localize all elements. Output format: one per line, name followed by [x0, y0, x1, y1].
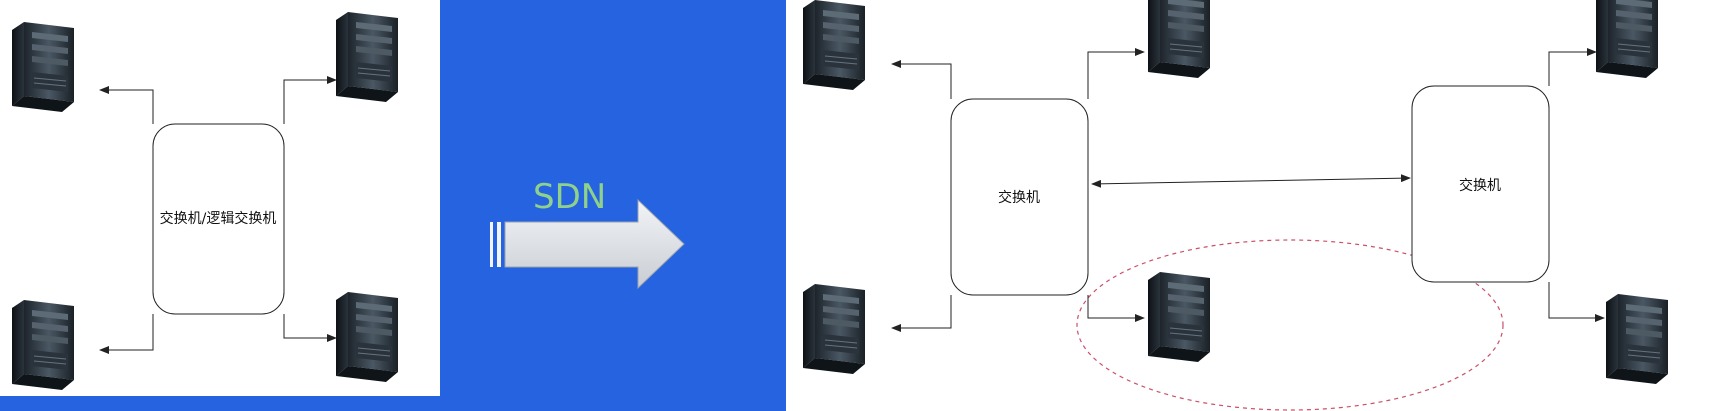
- switch-b-box: [1411, 85, 1550, 283]
- server-icon: [1595, 0, 1659, 79]
- logical-switch-label: 交换机/逻辑交换机: [160, 210, 277, 227]
- server-icon: [335, 11, 399, 103]
- right-diagram-panel: [786, 0, 1729, 411]
- left-connectors: [99, 76, 337, 354]
- switch-a-label: 交换机: [998, 189, 1040, 206]
- sdn-label: SDN: [533, 177, 606, 217]
- server-icon: [1147, 271, 1211, 363]
- server-icon: [11, 299, 75, 391]
- server-icon: [1605, 293, 1669, 385]
- server-icon: [1147, 0, 1211, 79]
- switch-a-box: [950, 98, 1089, 296]
- sdn-arrow: [490, 198, 685, 290]
- highlight-ellipse: [1076, 239, 1504, 411]
- server-icon: [335, 291, 399, 383]
- server-icon: [802, 0, 866, 91]
- server-icon: [11, 21, 75, 113]
- server-icon: [802, 283, 866, 375]
- switch-b-label: 交换机: [1459, 177, 1501, 194]
- right-connectors: [891, 48, 1605, 332]
- logical-switch-box: [152, 123, 285, 315]
